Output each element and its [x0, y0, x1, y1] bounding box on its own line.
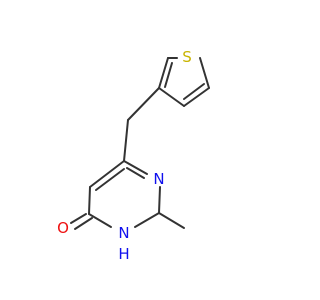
bond-n3-c4: [88, 213, 112, 228]
bond-c2-methyl: [158, 212, 185, 229]
bond-c3-c4: [158, 87, 185, 107]
bond-c6-n1: [123, 160, 148, 175]
bond-c5p-c6: [89, 160, 125, 188]
molecule-diagram: S N N H O: [57, 48, 210, 263]
bond-c4-ch2: [127, 87, 160, 121]
bonds: [70, 57, 210, 230]
bond-c2-c3-double: [183, 83, 205, 100]
bond-ch2-c6: [123, 119, 129, 162]
bond-c6-n1-double: [126, 167, 145, 179]
bond-c4-o: [70, 213, 87, 224]
bond-c5p-c6-double: [95, 168, 125, 191]
bond-c2-n3: [134, 212, 160, 228]
bond-c4-o-double: [74, 217, 93, 230]
atom-nitrogen-1: N: [153, 170, 164, 188]
bond-c2-c3: [183, 87, 210, 107]
bond-c4-c5-double: [164, 62, 173, 88]
bond-s-c2: [199, 57, 210, 89]
atom-oxygen: O: [57, 219, 69, 237]
atom-hydrogen-n3: H: [118, 245, 129, 263]
bond-c4-c5: [158, 57, 169, 89]
atom-sulfur: S: [182, 48, 192, 66]
atom-nitrogen-3: N: [118, 224, 129, 242]
bond-c4-c5p: [88, 186, 91, 215]
atom-labels: S N N H O: [57, 48, 192, 263]
bond-n1-c2: [158, 186, 161, 214]
